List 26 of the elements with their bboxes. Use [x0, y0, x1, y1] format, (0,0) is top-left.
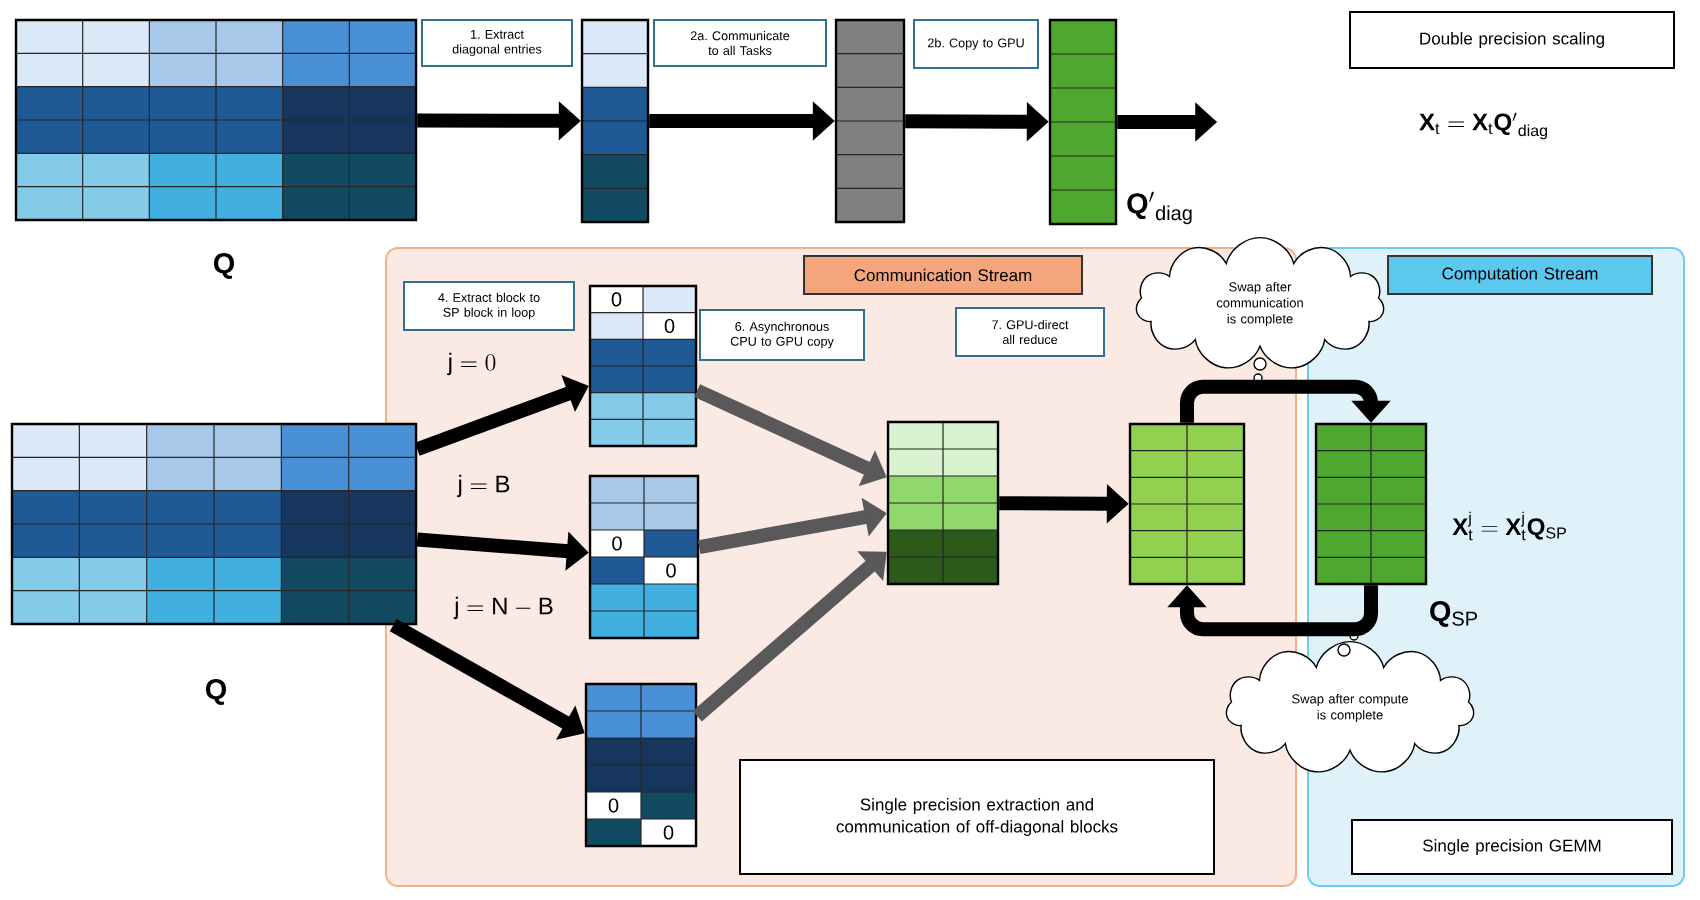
- matrix-label: $\mathbf{Q'}_{\mathrm{diag}}$: [1127, 191, 1192, 225]
- text-box: Single precision extraction and communication of off-diagonal blocks: [739, 759, 1215, 875]
- equation: $\mathbf{X}^{\mathrm{j}}_{\mathrm{t}} = \mathbf{X}^{\mathrm{j}}_{\mathrm{t}}\mathbf{Q}_{\mathrm{SP}}$: [1452, 511, 1566, 541]
- text-box: Single precision GEMM: [1351, 819, 1673, 875]
- matrix-grid: [1048, 18, 1118, 226]
- equation: $\mathbf{X}_{\mathrm{t}} = \mathbf{X}_{\mathrm{t}}\mathbf{Q'}_{\mathrm{diag}}$: [1419, 112, 1547, 140]
- arrow: [1167, 585, 1378, 637]
- matrix-grid: [10, 422, 418, 626]
- text-box: Double precision scaling: [1349, 11, 1675, 69]
- stream-header: Computation Stream: [1387, 255, 1654, 295]
- matrix-grid: [834, 18, 906, 224]
- matrix-grid: 0 0: [588, 474, 700, 640]
- matrix-grid: [886, 420, 1000, 586]
- edge-label: $\mathrm{j} = \mathrm{N} - \mathrm{B}$: [452, 594, 556, 622]
- matrix-label: $\mathbf{Q}_{\mathrm{SP}}$: [1430, 601, 1477, 627]
- matrix-grid: 0 0: [584, 682, 698, 848]
- stream-header: Communication Stream: [803, 255, 1083, 295]
- matrix-grid: [580, 18, 650, 224]
- matrix-grid: [1128, 422, 1246, 586]
- matrix-grid: [1314, 422, 1428, 586]
- matrix-grid: [14, 18, 418, 222]
- matrix-label: $\mathbf{Q}$: [206, 679, 226, 705]
- matrix-label: $\mathbf{Q}$: [214, 253, 234, 279]
- matrix-grid: 0 0: [588, 284, 698, 448]
- arrow: [692, 551, 887, 722]
- arrow: [1180, 379, 1391, 423]
